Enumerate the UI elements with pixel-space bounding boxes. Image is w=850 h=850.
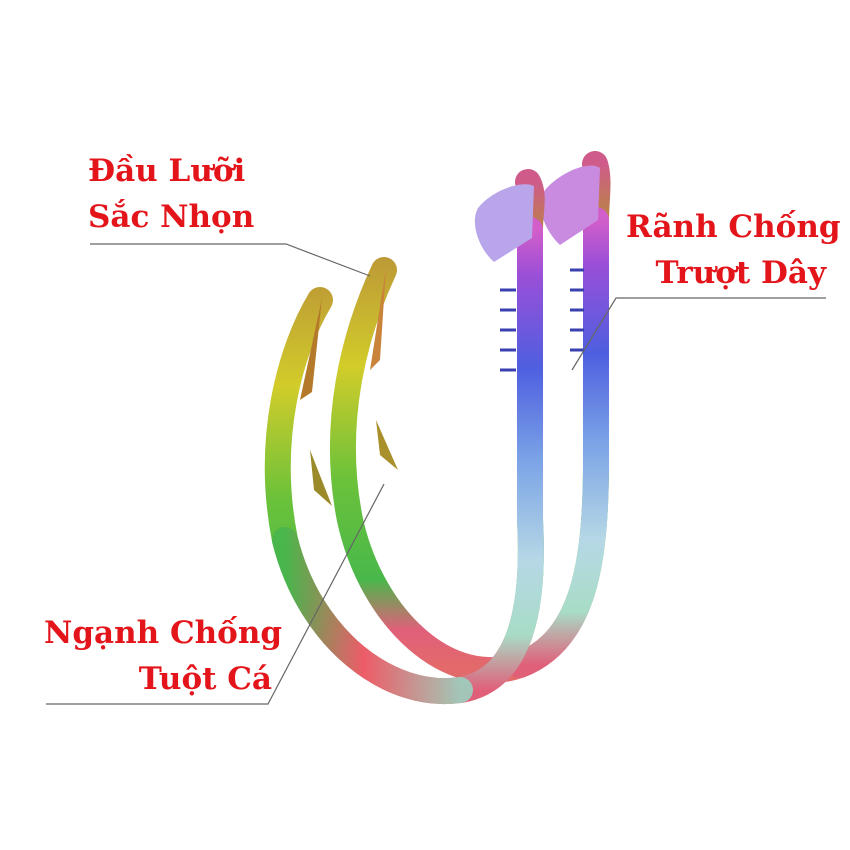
groove-label-line1: Rãnh Chống — [626, 209, 841, 245]
barb-label-line1: Ngạnh Chống — [44, 615, 283, 651]
leader-lines — [46, 243, 826, 705]
tip-label: Đầu Lưỡi Sắc Nhọn — [88, 148, 254, 240]
barb-label: Ngạnh Chống Tuột Cá — [44, 610, 283, 702]
barb-leader-line — [46, 483, 385, 705]
tip-label-line2: Sắc Nhọn — [88, 199, 255, 235]
back-hook — [329, 151, 611, 683]
tip-label-line1: Đầu Lưỡi — [88, 153, 246, 189]
anti-slip-grooves-front — [500, 288, 516, 372]
groove-label-line2: Trượt Dây — [655, 255, 826, 291]
groove-leader-line — [571, 297, 826, 371]
groove-label: Rãnh Chống Trượt Dây — [626, 204, 841, 296]
front-hook — [264, 169, 545, 705]
anti-slip-grooves-back — [570, 268, 584, 352]
barb-label-line2: Tuột Cá — [138, 661, 272, 697]
tip-leader-line — [90, 243, 371, 277]
